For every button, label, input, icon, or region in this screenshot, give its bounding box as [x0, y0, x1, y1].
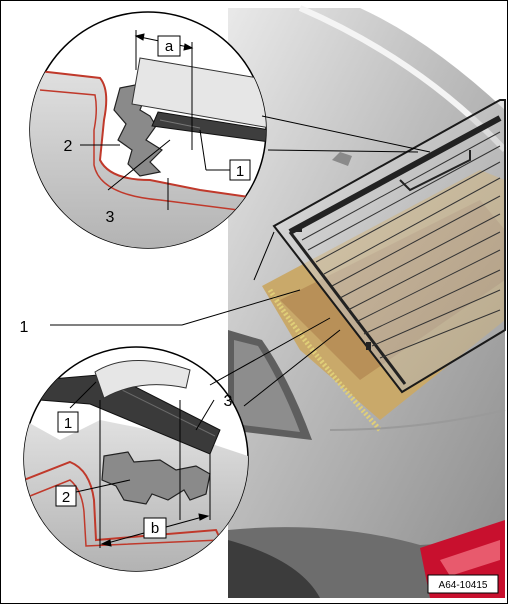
callout-top-3-label: 3	[106, 209, 115, 226]
reference-code: A64-10415	[439, 580, 488, 591]
top-detail-view	[29, 11, 267, 249]
reference-code-box: A64-10415	[427, 574, 499, 594]
callout-main-1-label: 1	[20, 319, 29, 336]
bottom-detail-view	[23, 346, 249, 572]
bottom-sealing-bead	[94, 359, 191, 399]
bottom-seal-profile	[101, 451, 211, 505]
heater-grid	[301, 131, 501, 359]
callout-top-1: 1	[229, 159, 251, 181]
dimension-label-a: a	[165, 38, 174, 55]
callout-bottom-2-label: 2	[62, 489, 70, 506]
roof-clip	[332, 152, 352, 166]
opening-sealing-bead	[267, 288, 382, 432]
rear-window-glass	[272, 99, 506, 394]
callout-bottom-2: 2	[55, 485, 77, 507]
dimension-label-b: b	[151, 520, 159, 537]
callout-bottom-1-label: 1	[64, 415, 72, 432]
callout-top-1-label: 1	[236, 163, 244, 180]
callout-a: a	[157, 35, 181, 57]
rear-wheel-arch	[228, 540, 320, 598]
callout-bottom-1: 1	[57, 411, 79, 433]
callout-top-2-label: 2	[64, 138, 73, 155]
top-sealing-bead	[131, 57, 266, 129]
detail-connector-lines	[50, 115, 431, 407]
callout-b: b	[143, 517, 167, 539]
callout-bottom-3-label: 3	[224, 393, 233, 410]
